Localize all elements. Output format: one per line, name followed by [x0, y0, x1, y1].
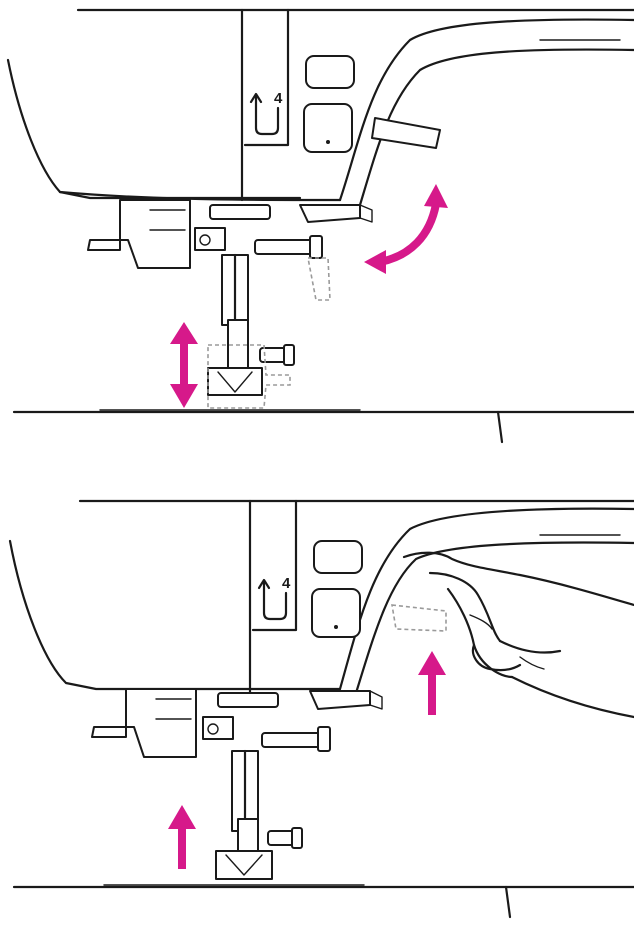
- foot-up-arrow: [168, 805, 196, 869]
- thread-path-marker: 4: [257, 575, 291, 621]
- thread-path-number: 4: [274, 90, 283, 107]
- thread-path-number: 4: [282, 575, 291, 592]
- button-dot: [326, 140, 330, 144]
- thread-path-marker: 4: [249, 90, 283, 136]
- bottom-button: [311, 588, 361, 638]
- foot-raised-outline: [207, 344, 291, 409]
- step-1-illustration: 4: [6, 8, 634, 444]
- presser-mechanism: [87, 199, 373, 396]
- hand-illustration: [402, 551, 634, 719]
- top-button: [313, 540, 363, 574]
- curved-rotate-arrow: [364, 184, 448, 274]
- step-2-panel: 4: [0, 455, 634, 931]
- lever-hidden-position: [307, 257, 331, 301]
- top-button: [305, 55, 355, 89]
- step-2-illustration: 4: [8, 499, 634, 919]
- presser-mechanism: [91, 688, 383, 880]
- presser-foot-lever: [371, 117, 441, 149]
- lever-hidden-position: [391, 604, 447, 632]
- button-dot: [334, 625, 338, 629]
- presser-foot: [215, 850, 273, 880]
- step-1-panel: 4: [0, 0, 634, 455]
- lever-up-arrow: [418, 651, 446, 715]
- machine-head: [6, 8, 634, 207]
- bottom-button: [303, 103, 353, 153]
- up-down-arrow: [170, 322, 198, 408]
